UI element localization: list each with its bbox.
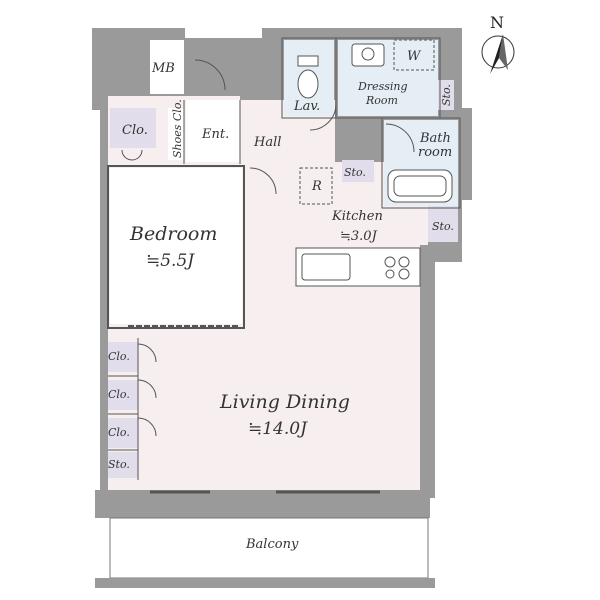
- storage-dressing-label: Sto.: [440, 84, 453, 106]
- closet-living-1: [108, 342, 138, 372]
- bath-label: Bath: [419, 131, 451, 146]
- dressing-w-label: W: [407, 49, 422, 64]
- closet-living-2: [108, 380, 138, 410]
- closet-living-3: [108, 418, 138, 448]
- balcony: [95, 517, 435, 588]
- sink-icon: [301, 253, 351, 281]
- dressing-label: Dressing: [357, 80, 408, 93]
- bath-room-label: room: [418, 145, 452, 160]
- toilet-icon: [297, 69, 319, 99]
- interior-lines: [107, 37, 461, 494]
- kitchen-area-label: ≒3.0J: [340, 229, 378, 244]
- living-dining-area-label: ≒14.0J: [248, 419, 308, 439]
- storage-hall-label: Sto.: [344, 166, 366, 179]
- kitchen-label: Kitchen: [331, 209, 383, 224]
- storage-living-label: Sto.: [108, 458, 130, 471]
- room-label: Room: [365, 94, 398, 107]
- storage-dressing: [438, 80, 454, 110]
- bedroom-label: Bedroom: [129, 223, 217, 245]
- storage-living: [108, 452, 138, 478]
- fixtures: [295, 43, 453, 287]
- entrance-label: Ent.: [201, 127, 229, 142]
- closet-living-1-label: Clo.: [108, 350, 130, 363]
- balcony-label: Balcony: [245, 537, 299, 552]
- closet-living-3-label: Clo.: [108, 426, 130, 439]
- refrigerator-label: R: [311, 179, 322, 194]
- room-labels: MB Ent. Shoes Clo. Clo. Hall Lav. W Dres…: [108, 49, 454, 552]
- stove-icon: [384, 256, 410, 280]
- storage-kitchen-label: Sto.: [432, 220, 454, 233]
- closet-living-2-label: Clo.: [108, 388, 130, 401]
- living-dining-label: Living Dining: [219, 391, 350, 413]
- bedroom-floor: [110, 168, 242, 324]
- mb-floor: [150, 40, 184, 94]
- shoes-closet-floor: [168, 108, 184, 160]
- mb-label: MB: [151, 61, 175, 76]
- shoes-closet-label: Shoes Clo.: [171, 99, 184, 158]
- compass-label: N: [490, 13, 504, 32]
- storage-hall: [342, 160, 374, 182]
- closet-label: Clo.: [122, 123, 148, 138]
- north-arrow-icon: N: [481, 13, 515, 74]
- lavatory-label: Lav.: [293, 99, 320, 114]
- bedroom-area-label: ≒5.5J: [146, 251, 195, 271]
- closet-entrance: [110, 108, 156, 148]
- storage-kitchen: [428, 206, 458, 242]
- entrance-floor: [186, 100, 240, 162]
- hall-label: Hall: [253, 135, 281, 150]
